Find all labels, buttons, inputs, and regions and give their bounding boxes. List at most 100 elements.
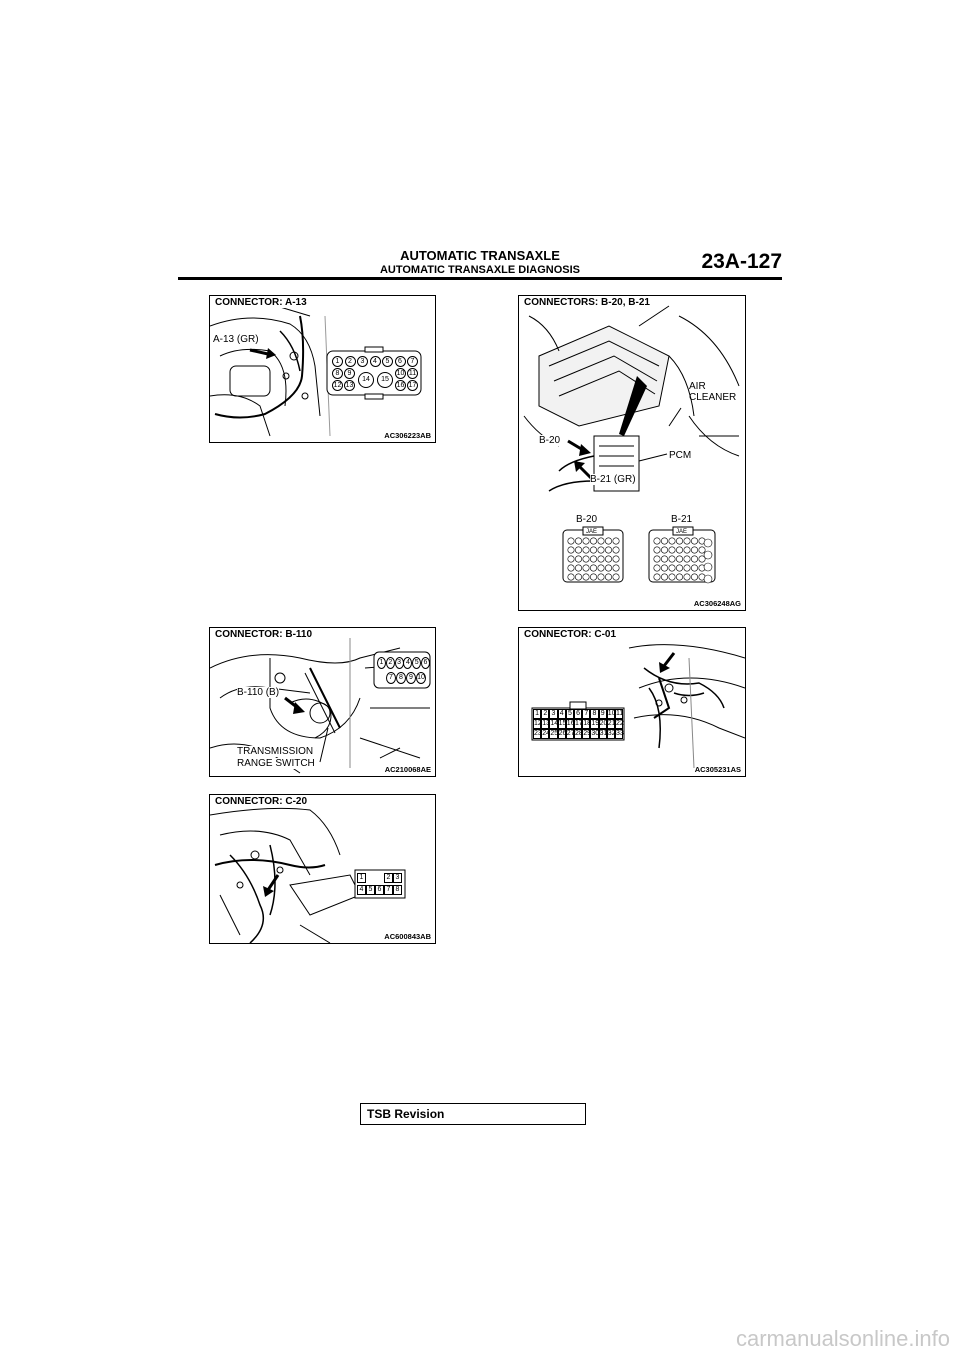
connector-pin: 4 — [357, 885, 366, 895]
connector-pin: 1 — [357, 873, 366, 883]
pin-dot — [597, 555, 605, 563]
connector-pin: 5 — [366, 885, 375, 895]
figure-code: AC600843AB — [384, 932, 431, 941]
pin-dot — [676, 537, 684, 545]
pin-dot — [612, 537, 620, 545]
connector-pin: 1 — [533, 709, 542, 719]
connector-pin: 9 — [344, 368, 355, 379]
jae-label-b21: JAE — [676, 529, 688, 535]
connector-pin: 9 — [406, 672, 416, 684]
jae-label-b20: JAE — [586, 529, 598, 535]
connector-pin: 15 — [557, 719, 567, 729]
connector-pin: 16 — [395, 380, 406, 391]
pin-dot — [597, 564, 605, 572]
connector-pin: 5 — [565, 709, 574, 719]
connector-pin: 5 — [412, 657, 422, 669]
pin-dot — [668, 546, 676, 554]
connector-pin: 22 — [615, 719, 624, 729]
connector-pin: 10 — [416, 672, 426, 684]
pin-dot — [567, 546, 575, 554]
figure-title: CONNECTOR: C-20 — [213, 796, 310, 807]
connector-pin: 4 — [403, 657, 413, 669]
connector-pin: 2 — [384, 873, 393, 883]
pin-dot — [567, 564, 575, 572]
pin-dot — [567, 573, 575, 581]
connector-pin: 20 — [598, 719, 608, 729]
connector-pin: 32 — [606, 729, 616, 739]
pin-dot — [653, 564, 661, 572]
pin-dot — [683, 555, 691, 563]
pin-dot — [612, 546, 620, 554]
figure-code: AC210068AE — [384, 765, 431, 774]
connector-pin: 13 — [541, 719, 550, 729]
connector-pin: 3 — [393, 873, 402, 883]
connector-pin: 2 — [385, 657, 395, 669]
pin-dot — [691, 564, 699, 572]
connector-pin: 23 — [533, 729, 542, 739]
connector-pin: 6 — [394, 356, 406, 367]
pin-dot — [590, 564, 598, 572]
pin-dot — [661, 555, 669, 563]
connector-pin: 8 — [332, 368, 343, 379]
connector-pin: 7 — [386, 672, 396, 684]
pin-dot — [597, 573, 605, 581]
connector-pin: 8 — [393, 885, 402, 895]
pin-dot — [590, 546, 598, 554]
pin-dot — [605, 546, 613, 554]
pin-dot — [668, 537, 676, 545]
connector-pin: 14 — [358, 372, 374, 388]
connector-pin: 27 — [565, 729, 575, 739]
pin-dot — [574, 546, 582, 554]
pin-dot — [683, 564, 691, 572]
pin-dot — [653, 573, 661, 581]
connector-pin: 11 — [615, 709, 624, 719]
connector-pin: 28 — [574, 729, 583, 739]
pin-dot — [582, 573, 590, 581]
callout-b20: B-20 — [539, 435, 561, 446]
pin-dot — [653, 537, 661, 545]
section-title: AUTOMATIC TRANSAXLE — [400, 248, 560, 263]
connector-pin: 2 — [344, 356, 356, 367]
pin-dot — [590, 573, 598, 581]
connector-pin: 12 — [332, 380, 343, 391]
pcm-label: PCM — [669, 450, 692, 461]
pin-dot — [703, 550, 713, 560]
transmission-illustration — [210, 638, 431, 774]
pcm-area-illustration — [523, 305, 740, 584]
figure-code: AC306223AB — [384, 431, 431, 440]
page-number: 23A-127 — [701, 250, 782, 273]
pin-dot — [574, 555, 582, 563]
connector-pin: 21 — [606, 719, 616, 729]
subsection-title: AUTOMATIC TRANSAXLE DIAGNOSIS — [379, 264, 581, 276]
connector-pin: 33 — [615, 729, 624, 739]
pin-dot — [676, 564, 684, 572]
connector-pin: 15 — [377, 372, 393, 388]
pin-dot — [661, 546, 669, 554]
pin-dot — [582, 564, 590, 572]
pin-dot — [676, 555, 684, 563]
connector-pin: 3 — [394, 657, 404, 669]
connector-pin: 26 — [557, 729, 567, 739]
pin-dot — [605, 537, 613, 545]
connector-pin: 6 — [421, 657, 430, 669]
connector-pin: 12 — [533, 719, 542, 729]
pin-dot — [703, 574, 713, 584]
pin-dot — [597, 537, 605, 545]
callout-b21: B-21 (GR) — [590, 474, 636, 485]
connector-b21-diagram — [648, 526, 716, 584]
callout-a13: A-13 (GR) — [213, 334, 259, 345]
pin-dot — [567, 537, 575, 545]
pin-dot — [605, 564, 613, 572]
pin-dot — [668, 573, 676, 581]
pin-dot — [691, 537, 699, 545]
pin-dot — [612, 564, 620, 572]
pin-dot — [582, 546, 590, 554]
tsb-revision-label: TSB Revision — [367, 1107, 445, 1121]
pin-dot — [683, 546, 691, 554]
pin-dot — [698, 546, 706, 554]
pin-dot — [612, 573, 620, 581]
pin-dot — [683, 573, 691, 581]
connector-pin: 7 — [407, 356, 418, 367]
connector-pin: 11 — [407, 368, 418, 379]
figure-code: AC306248AG — [693, 599, 741, 608]
